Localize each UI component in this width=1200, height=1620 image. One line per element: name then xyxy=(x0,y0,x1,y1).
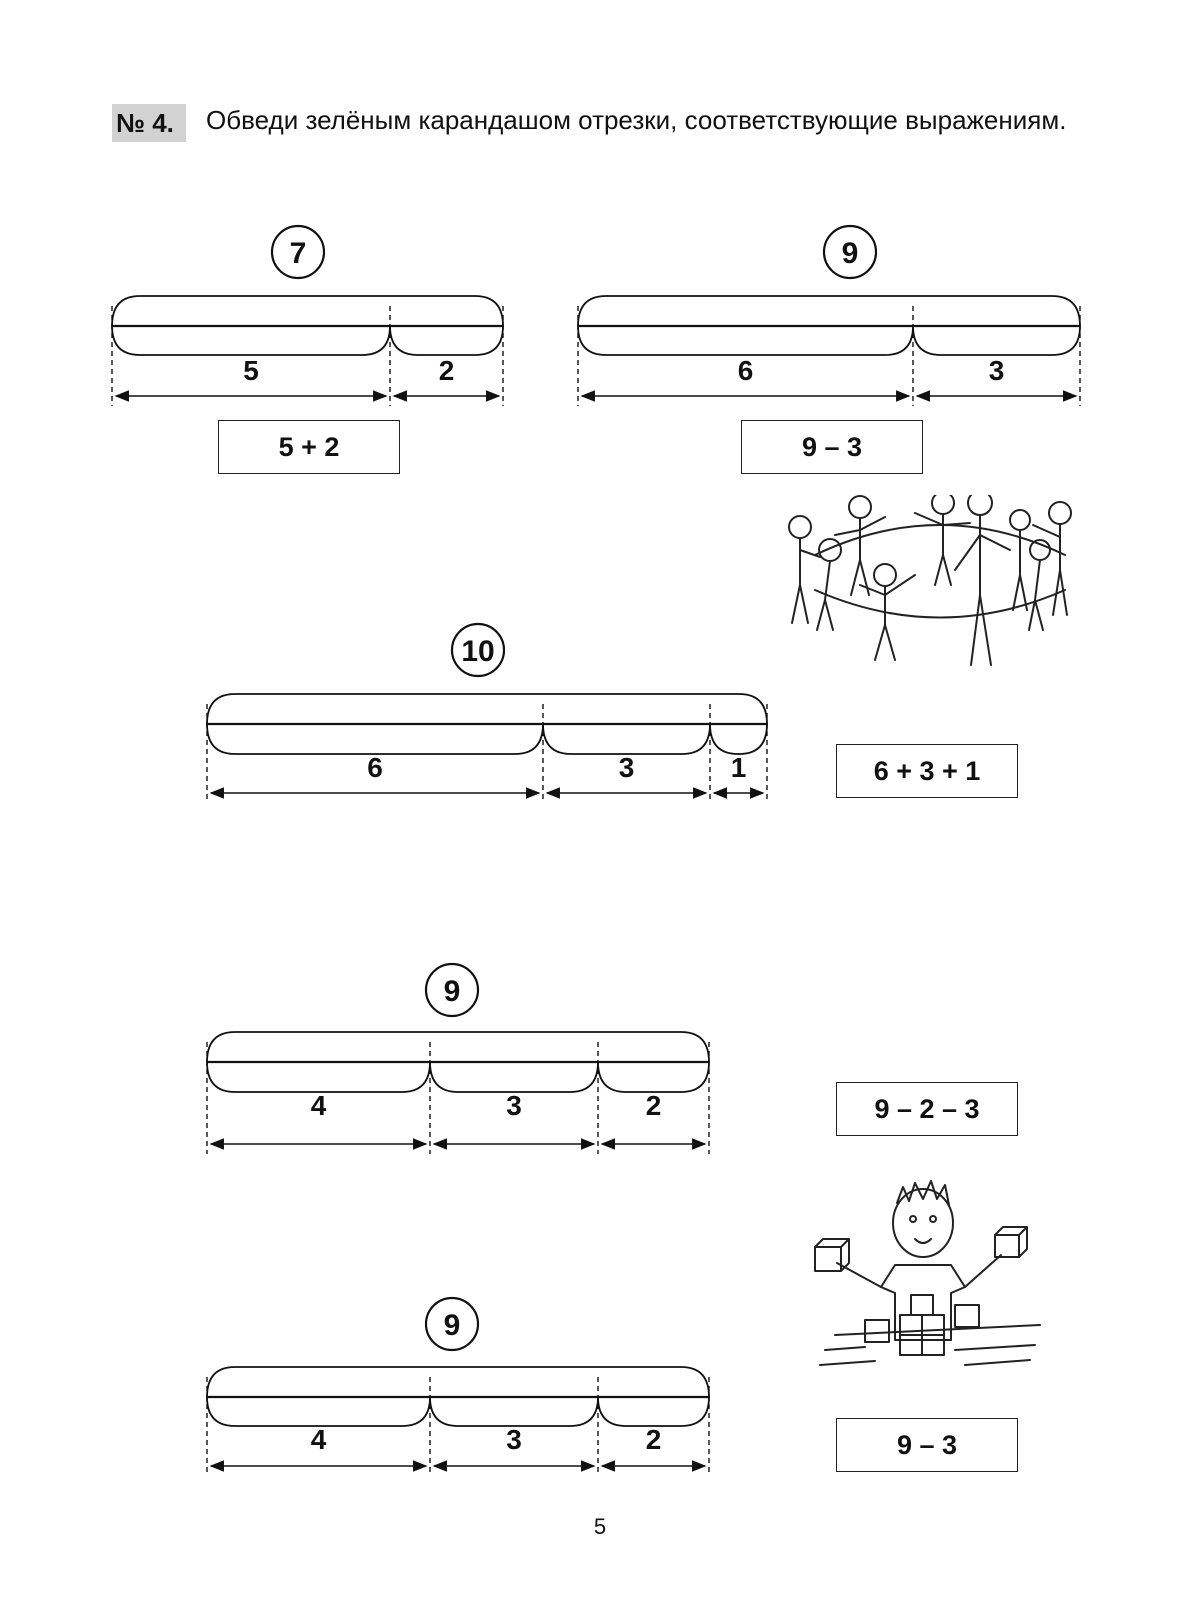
total-label: 7 xyxy=(290,237,307,270)
part-arc xyxy=(597,1061,710,1093)
part-arc xyxy=(111,325,391,356)
total-circle xyxy=(450,622,506,678)
part-label: 3 xyxy=(506,1090,522,1121)
expression-text: 5 + 2 xyxy=(278,431,340,462)
part-label: 4 xyxy=(311,1424,327,1455)
part-arc xyxy=(577,325,914,356)
total-circle xyxy=(270,224,326,280)
part-label: 5 xyxy=(243,355,259,386)
part-label: 6 xyxy=(738,355,754,386)
expression-text: 9 – 3 xyxy=(801,431,863,462)
part-arc xyxy=(542,723,711,755)
part-arc xyxy=(709,723,768,755)
expression-box-3[interactable]: 6 + 3 + 1 xyxy=(836,744,1018,798)
total-circle xyxy=(424,1296,480,1352)
part-arc xyxy=(206,723,544,755)
total-arc xyxy=(577,295,1081,327)
expression-text: 6 + 3 + 1 xyxy=(873,755,981,786)
total-circle xyxy=(424,962,480,1018)
part-arc xyxy=(429,1061,599,1093)
total-arc xyxy=(111,295,504,327)
expression-text: 9 – 3 xyxy=(896,1429,958,1460)
children-round-dance-illustration xyxy=(788,495,1072,666)
boy-with-blocks-illustration xyxy=(814,1180,1041,1366)
page-number: 5 xyxy=(593,1514,607,1539)
part-label: 6 xyxy=(367,752,383,783)
total-arc xyxy=(206,693,768,725)
total-circle xyxy=(822,224,878,280)
part-arc xyxy=(597,1396,710,1427)
part-arc xyxy=(912,325,1081,356)
part-label: 4 xyxy=(311,1090,327,1121)
expression-box-4[interactable]: 9 – 2 – 3 xyxy=(836,1082,1018,1136)
task-number: № 4. xyxy=(112,104,186,142)
total-label: 10 xyxy=(461,635,494,668)
part-label: 3 xyxy=(989,355,1005,386)
part-arc xyxy=(389,325,504,356)
part-label: 2 xyxy=(439,355,455,386)
part-arc xyxy=(206,1396,431,1427)
part-label: 1 xyxy=(731,752,747,783)
task-instruction: Обведи зелёным карандашом отрезки, соотв… xyxy=(206,105,1067,135)
part-label: 2 xyxy=(646,1424,662,1455)
expression-box-1[interactable]: 5 + 2 xyxy=(218,420,400,474)
part-label: 2 xyxy=(646,1090,662,1121)
total-label: 9 xyxy=(444,975,461,1008)
total-arc xyxy=(206,1031,710,1063)
expression-box-2[interactable]: 9 – 3 xyxy=(741,420,923,474)
part-arc xyxy=(429,1396,599,1427)
total-label: 9 xyxy=(444,1309,461,1342)
total-label: 9 xyxy=(842,237,859,270)
total-arc xyxy=(206,1366,710,1398)
expression-box-5[interactable]: 9 – 3 xyxy=(836,1418,1018,1472)
part-label: 3 xyxy=(619,752,635,783)
part-label: 3 xyxy=(506,1424,522,1455)
expression-text: 9 – 2 – 3 xyxy=(874,1093,980,1124)
part-arc xyxy=(206,1061,431,1093)
